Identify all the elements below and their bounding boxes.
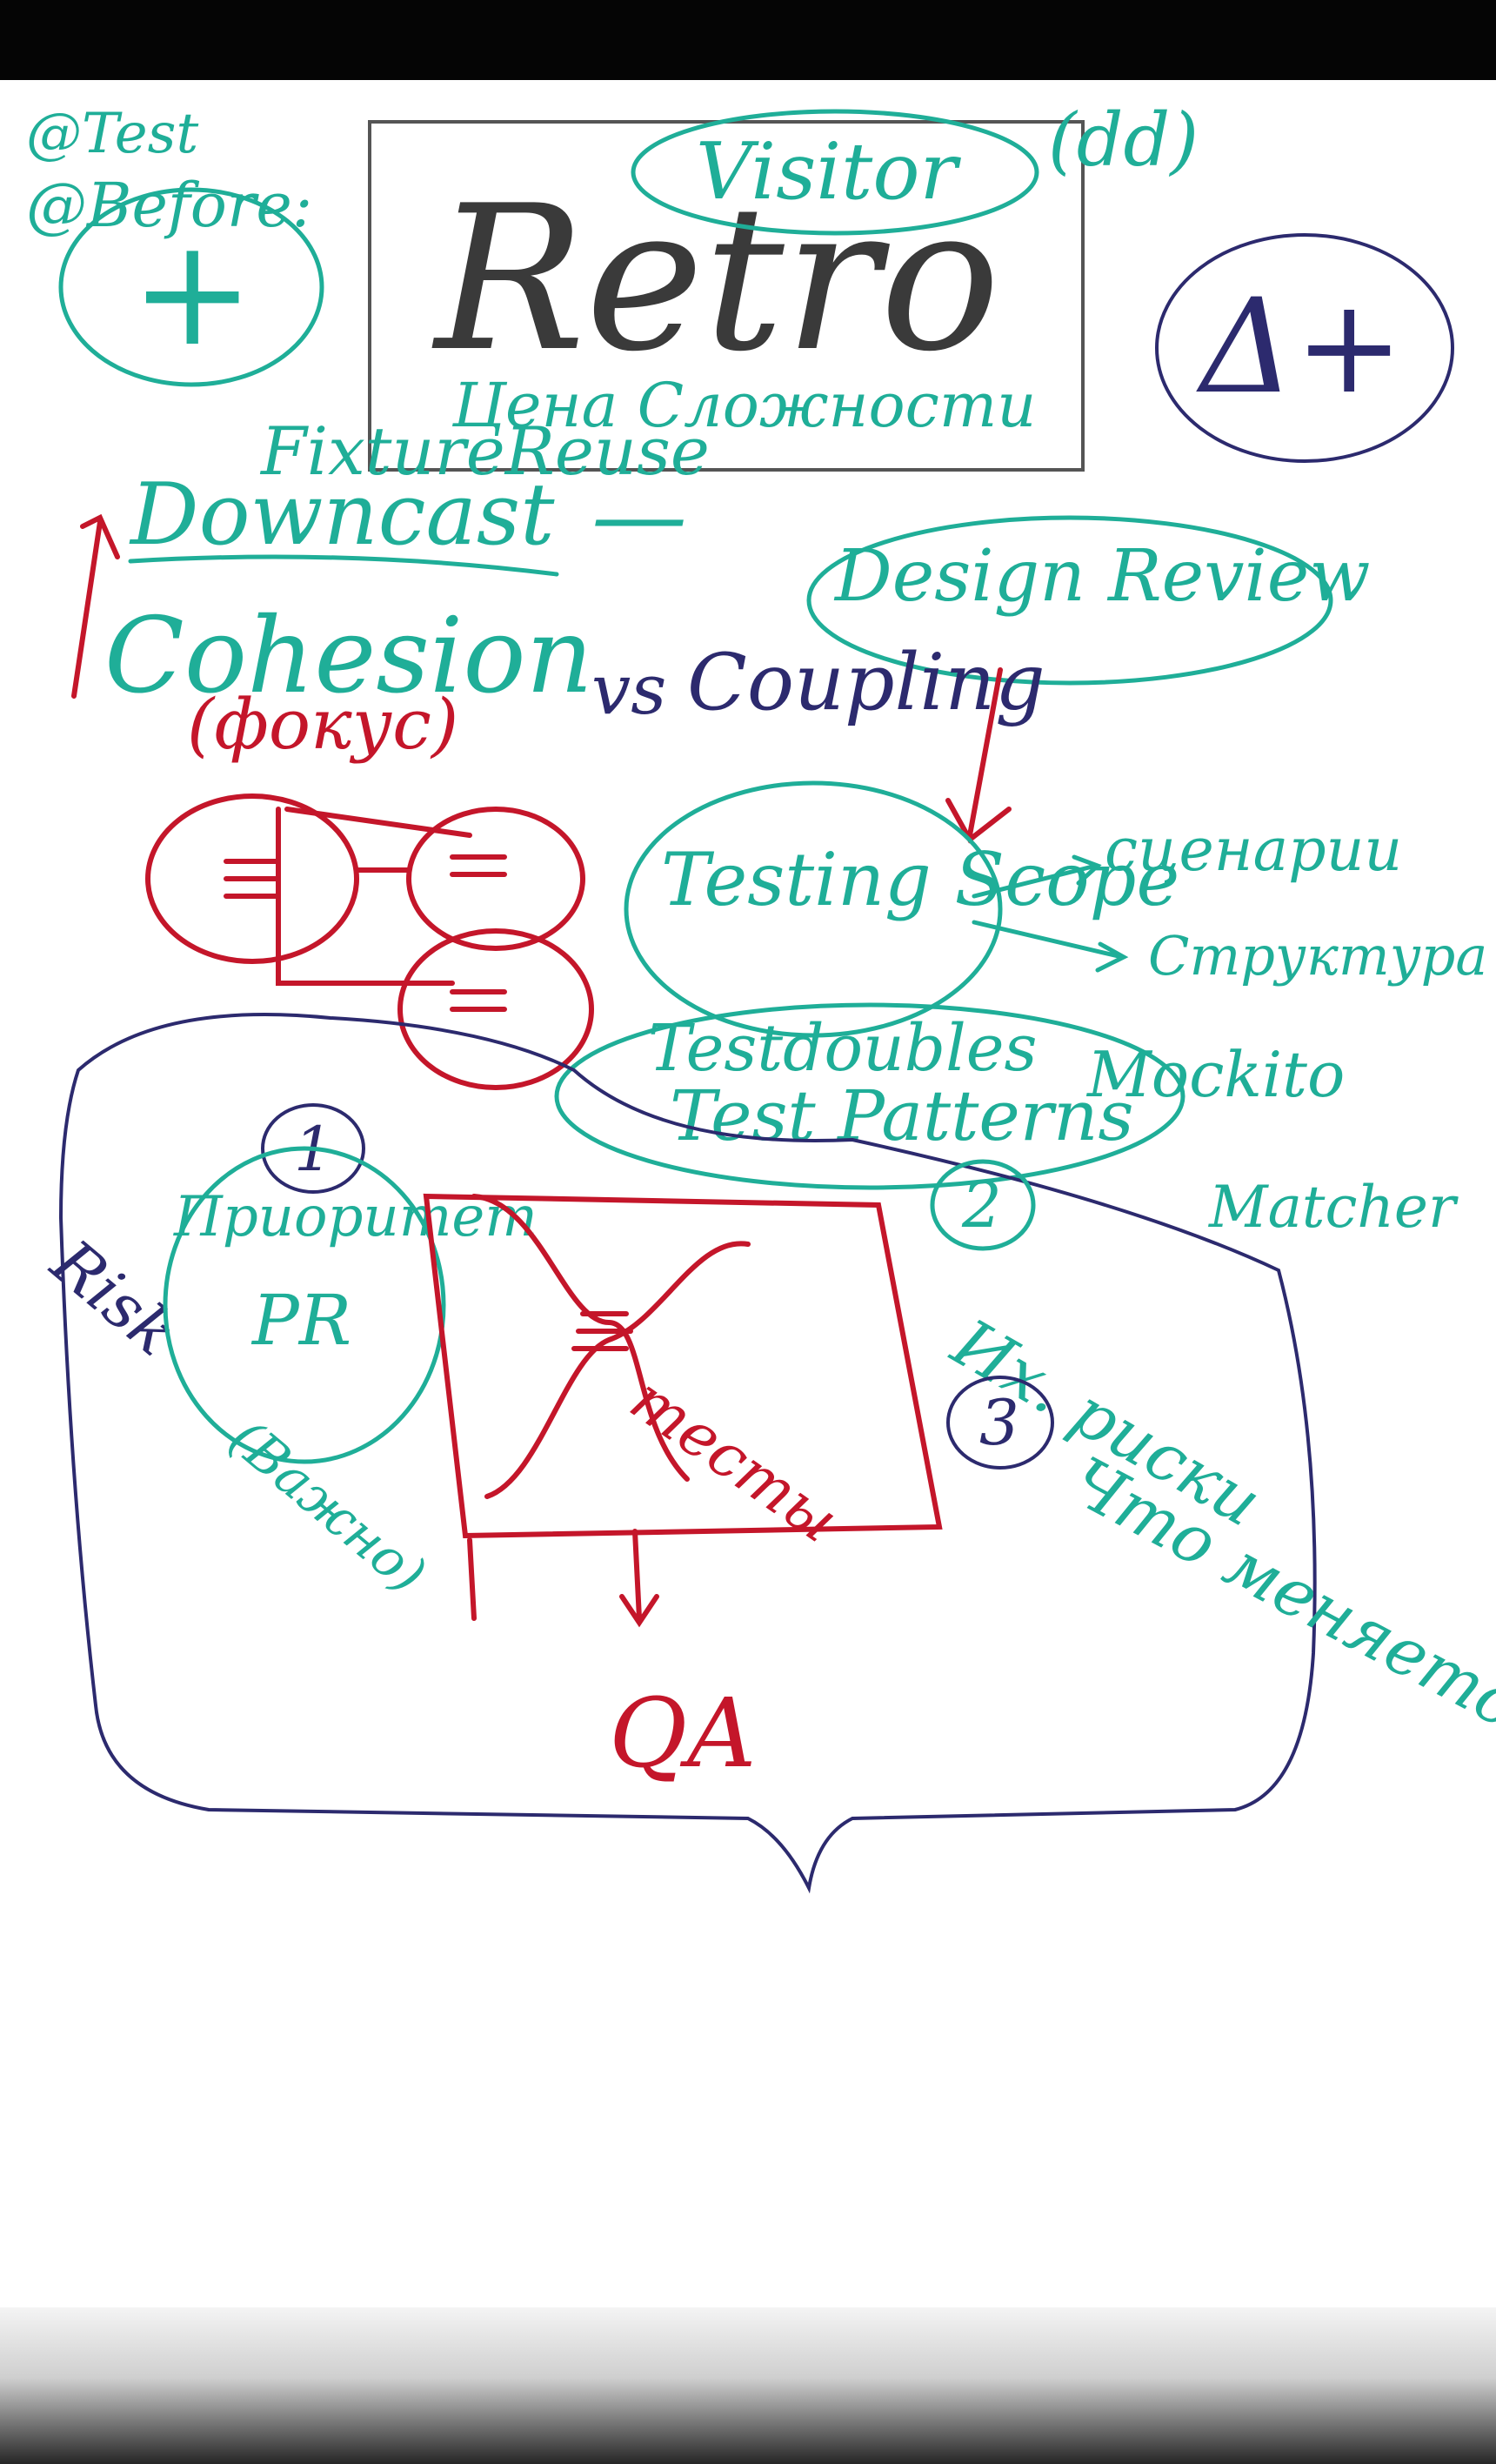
num2-circle — [930, 1159, 1036, 1251]
module-links — [276, 807, 472, 986]
distribution-frame — [423, 1193, 943, 1621]
risk-outline — [58, 1013, 1317, 1894]
minus-label: — — [591, 459, 687, 571]
fixture-reuse-label: FixtureReuse — [259, 412, 710, 490]
up-arrow-icon — [71, 513, 120, 699]
complexity-cost-label: Цена Сложности — [451, 370, 1036, 441]
cohesion-group: Cohesion (фокус) vs Coupling — [71, 513, 1045, 844]
arrow-to-structure-icon — [972, 920, 1129, 973]
important-label: (Важно) — [217, 1408, 437, 1606]
top-black-bar — [0, 0, 1496, 80]
priority-ellipse — [163, 1146, 446, 1464]
matcher-label: Matcher — [1208, 1174, 1459, 1241]
delta-plus-label: Δ+ — [1196, 271, 1404, 423]
vs-label: vs — [591, 649, 666, 730]
testdoubles-ellipse — [554, 1002, 1185, 1190]
coupling-label: Coupling — [687, 637, 1045, 728]
module-left — [145, 793, 359, 964]
downcast-underline — [128, 554, 559, 577]
design-review-label: Design Review — [833, 535, 1370, 618]
cohesion-label: Cohesion — [104, 596, 593, 717]
visitor-ellipse — [631, 109, 1039, 236]
pr-label: PR — [250, 1280, 351, 1361]
delta-plus-circle — [1155, 233, 1454, 463]
curve-right — [484, 1241, 751, 1499]
before-circle — [58, 187, 324, 387]
module-bottom-right — [397, 928, 594, 1090]
module-top-right — [406, 807, 585, 951]
testing-scope-ellipse — [624, 780, 1003, 1038]
dd-label: (dd) — [1048, 97, 1199, 183]
curve-hatching — [571, 1311, 633, 1351]
structure-label: Структура Idea — [1148, 924, 1496, 988]
annotations-group: @Test @Before: + Цена Сложности FixtureR… — [26, 102, 1370, 686]
arrow-to-scenarios-icon — [972, 854, 1102, 899]
module-cluster-diagram — [145, 793, 594, 1090]
tests-label: тесты — [618, 1363, 852, 1557]
focus-label: (фокус) — [187, 684, 458, 765]
mockito-label: Mockito — [1085, 1038, 1345, 1111]
curve-left — [471, 1194, 690, 1482]
testing-group: Testing Scope Testdoubles Test Patterns … — [554, 780, 1496, 1241]
retro-title-group: Retro — [368, 120, 1085, 472]
retro-title: Retro — [431, 164, 1000, 396]
num2-label: 2 — [961, 1168, 1002, 1242]
qa-label: QA — [609, 1677, 757, 1789]
num3-circle — [946, 1376, 1054, 1470]
testdoubles-label: Testdoubles — [648, 1011, 1038, 1086]
scenarios-label: сценарии — [1105, 816, 1402, 885]
qa-arrow-icon — [619, 1529, 659, 1628]
what-changes-label: Что меняется — [1059, 1442, 1496, 1763]
module-hatching — [224, 854, 507, 1012]
plus-label: + — [130, 207, 254, 379]
downcast-label: Downcast — [129, 465, 555, 565]
test-patterns-label: Test Patterns — [670, 1075, 1134, 1156]
delta-plus-group: Δ+ — [1155, 233, 1454, 463]
design-review-ellipse — [806, 515, 1333, 686]
bottom-shadow — [0, 2307, 1496, 2464]
visitor-label: Visitor — [696, 126, 962, 218]
testing-scope-label: Testing Scope — [661, 837, 1179, 922]
num3-label: 3 — [979, 1386, 1019, 1459]
num1-circle — [261, 1103, 365, 1194]
visitor-group: Visitor (dd) — [631, 97, 1199, 236]
priority-label: Приоритет — [173, 1185, 538, 1249]
at-test-label: @Test — [26, 102, 198, 166]
